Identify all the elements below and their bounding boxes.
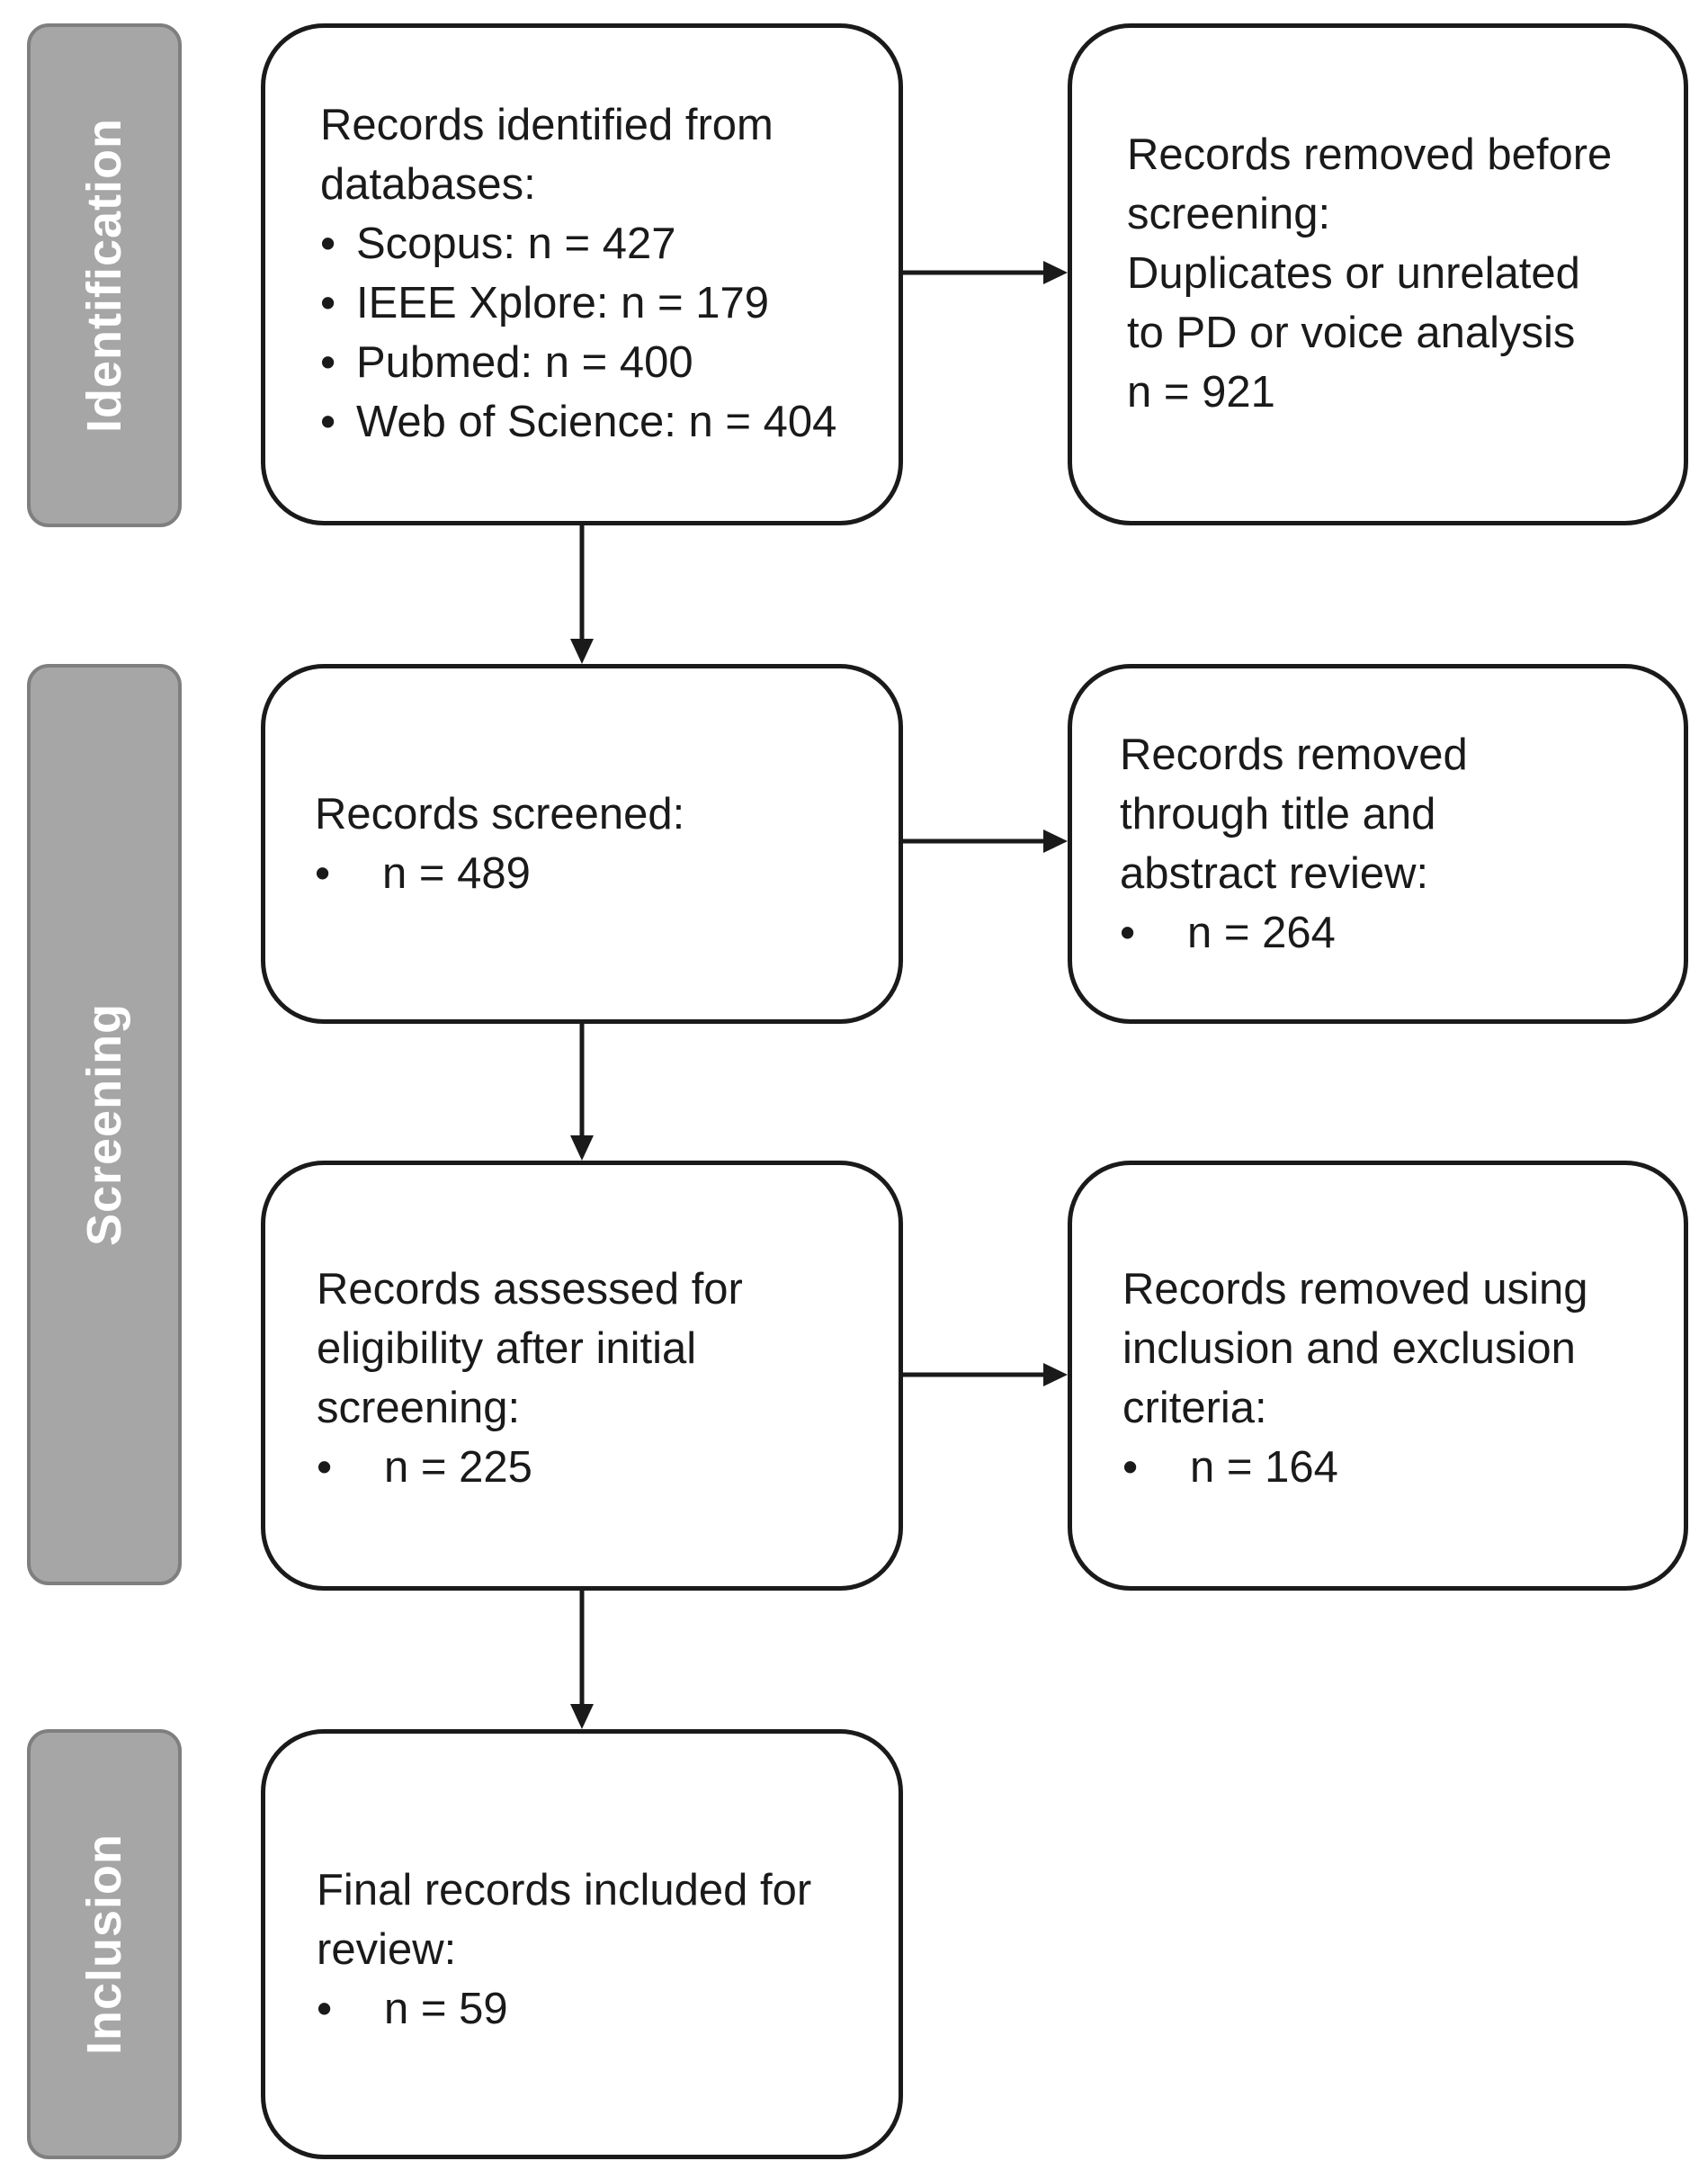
arrowhead-identified-to-removed: [1043, 261, 1068, 284]
removed-before-line-4: to PD or voice analysis: [1127, 309, 1576, 357]
bullet-ieee-xplore: IEEE Xplore: n = 179: [320, 273, 836, 333]
stage-screening: Screening: [27, 664, 182, 1585]
final-count: n = 59: [317, 1979, 811, 2039]
records-removed-criteria-text: Records removed using inclusion and excl…: [1122, 1260, 1587, 1497]
final-line-1: Final records included for: [317, 1866, 812, 1914]
removed-title-line-3: abstract review:: [1120, 849, 1429, 898]
final-line-2: review:: [317, 1925, 457, 1974]
final-records-text: Final records included for review: n = 5…: [317, 1861, 811, 2039]
arrowhead-screened-to-removed: [1043, 829, 1068, 853]
assessed-count: n = 225: [317, 1438, 743, 1497]
assessed-line-2: eligibility after initial: [317, 1324, 697, 1373]
arrowhead-screened-to-assessed: [570, 1135, 594, 1161]
removed-criteria-line-3: criteria:: [1122, 1384, 1267, 1432]
removed-before-count: n = 921: [1127, 368, 1275, 417]
removed-title-line-2: through title and: [1120, 790, 1436, 838]
removed-title-line-1: Records removed: [1120, 731, 1468, 779]
stage-inclusion: Inclusion: [27, 1729, 182, 2159]
removed-title-count: n = 264: [1120, 903, 1468, 963]
records-assessed-box: [261, 1161, 903, 1591]
records-identified-text: Records identified from databases: Scopu…: [320, 95, 836, 452]
records-screened-title: Records screened:: [315, 790, 685, 838]
bullet-scopus: Scopus: n = 427: [320, 214, 836, 273]
bullet-pubmed: Pubmed: n = 400: [320, 333, 836, 392]
stage-identification: Identification: [27, 23, 182, 527]
removed-before-line-3: Duplicates or unrelated: [1127, 249, 1580, 298]
records-screened-text: Records screened: n = 489: [315, 785, 684, 903]
bullet-web-of-science: Web of Science: n = 404: [320, 392, 836, 452]
removed-criteria-line-2: inclusion and exclusion: [1122, 1324, 1576, 1373]
removed-before-line-2: screening:: [1127, 190, 1331, 238]
records-removed-title-text: Records removed through title and abstra…: [1120, 725, 1468, 963]
removed-criteria-line-1: Records removed using: [1122, 1265, 1588, 1314]
records-identified-title: Records identified from: [320, 101, 774, 149]
records-removed-before-box: [1068, 23, 1688, 525]
records-screened-count: n = 489: [315, 844, 684, 903]
final-records-box: [261, 1729, 903, 2159]
records-removed-criteria-box: [1068, 1161, 1688, 1591]
records-identified-title-cont: databases:: [320, 160, 536, 209]
records-removed-title-box: [1068, 664, 1688, 1024]
records-assessed-text: Records assessed for eligibility after i…: [317, 1260, 743, 1497]
arrowhead-assessed-to-removed: [1043, 1363, 1068, 1386]
removed-before-line-1: Records removed before: [1127, 130, 1613, 179]
assessed-line-3: screening:: [317, 1384, 521, 1432]
records-removed-before-text: Records removed before screening: Duplic…: [1127, 125, 1612, 422]
arrowhead-identified-to-screened: [570, 639, 594, 664]
removed-criteria-count: n = 164: [1122, 1438, 1587, 1497]
arrowhead-assessed-to-final: [570, 1704, 594, 1729]
assessed-line-1: Records assessed for: [317, 1265, 743, 1314]
